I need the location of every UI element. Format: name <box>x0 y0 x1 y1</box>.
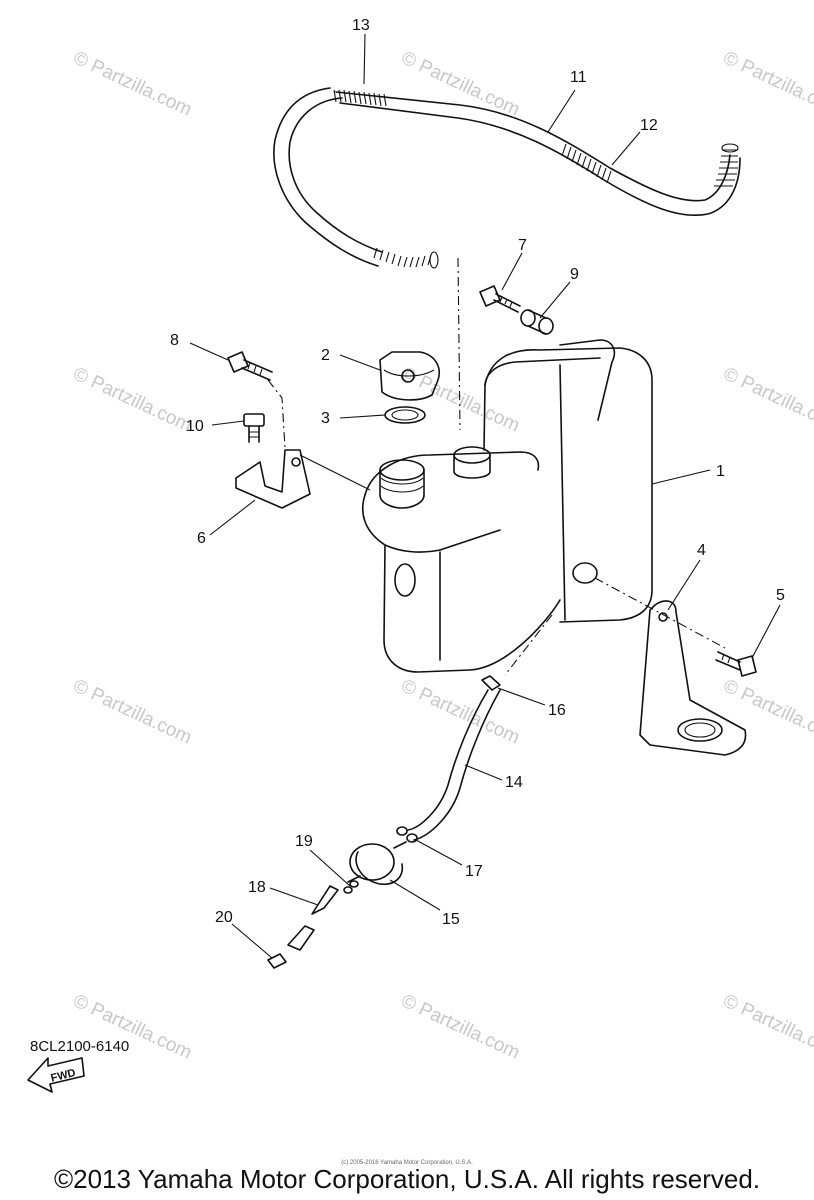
callout-14: 14 <box>505 774 523 791</box>
callout-3: 3 <box>321 410 330 427</box>
callout-12: 12 <box>640 117 658 134</box>
breather-hose <box>273 87 741 431</box>
bracket-6 <box>235 379 371 509</box>
copyright-notice: ©2013 Yamaha Motor Corporation, U.S.A. A… <box>53 1164 761 1194</box>
callout-11: 11 <box>570 69 587 86</box>
watermark: © Partzilla.com <box>720 363 814 436</box>
callout-7: 7 <box>518 237 527 254</box>
watermark: © Partzilla.com <box>70 675 195 748</box>
part-code: 8CL2100-6140 <box>30 1038 130 1055</box>
callout-18: 18 <box>248 879 266 896</box>
watermark: © Partzilla.com <box>720 675 814 748</box>
callout-13: 13 <box>352 17 370 34</box>
callout-17: 17 <box>465 863 483 880</box>
callout-6: 6 <box>197 530 206 547</box>
bolt-7 <box>479 285 521 313</box>
callout-1: 1 <box>716 463 725 480</box>
watermark: © Partzilla.com <box>720 47 814 120</box>
callout-2: 2 <box>321 347 330 364</box>
pipe-18 <box>267 880 359 969</box>
leader-lines <box>189 33 781 959</box>
drain-hose <box>396 614 553 843</box>
bracket-4 <box>594 577 747 756</box>
oil-tank <box>361 339 653 673</box>
bolt-5 <box>715 651 757 677</box>
watermark: © Partzilla.com <box>398 47 523 120</box>
watermark: © Partzilla.com <box>720 990 814 1063</box>
spring-end-right <box>714 143 739 187</box>
callout-10: 10 <box>186 418 204 435</box>
callout-15: 15 <box>442 911 460 928</box>
callout-8: 8 <box>170 332 179 349</box>
callout-16: 16 <box>548 702 566 719</box>
tiny-copyright: (c) 2005-2016 Yamaha Motor Corporation, … <box>341 1160 473 1166</box>
bolt-8 <box>227 351 273 381</box>
callouts: 1 2 3 4 5 6 7 8 9 10 11 12 13 14 15 16 1… <box>170 17 785 928</box>
callout-9: 9 <box>570 266 579 283</box>
fuel-filter <box>347 841 407 886</box>
watermark: © Partzilla.com <box>70 47 195 120</box>
spring-13 <box>333 89 387 107</box>
spring-end-left <box>373 247 439 269</box>
fwd-label: FWD <box>50 1067 77 1085</box>
spring-12 <box>561 143 612 184</box>
watermark: © Partzilla.com <box>398 675 523 748</box>
callout-20: 20 <box>215 909 233 926</box>
collar-9 <box>520 309 554 335</box>
callout-19: 19 <box>295 833 313 850</box>
fwd-arrow-icon: FWD <box>27 1057 85 1093</box>
callout-4: 4 <box>697 542 706 559</box>
callout-5: 5 <box>776 587 785 604</box>
bolt-10 <box>243 413 265 443</box>
watermark: © Partzilla.com <box>70 363 195 436</box>
watermark: © Partzilla.com <box>398 990 523 1063</box>
